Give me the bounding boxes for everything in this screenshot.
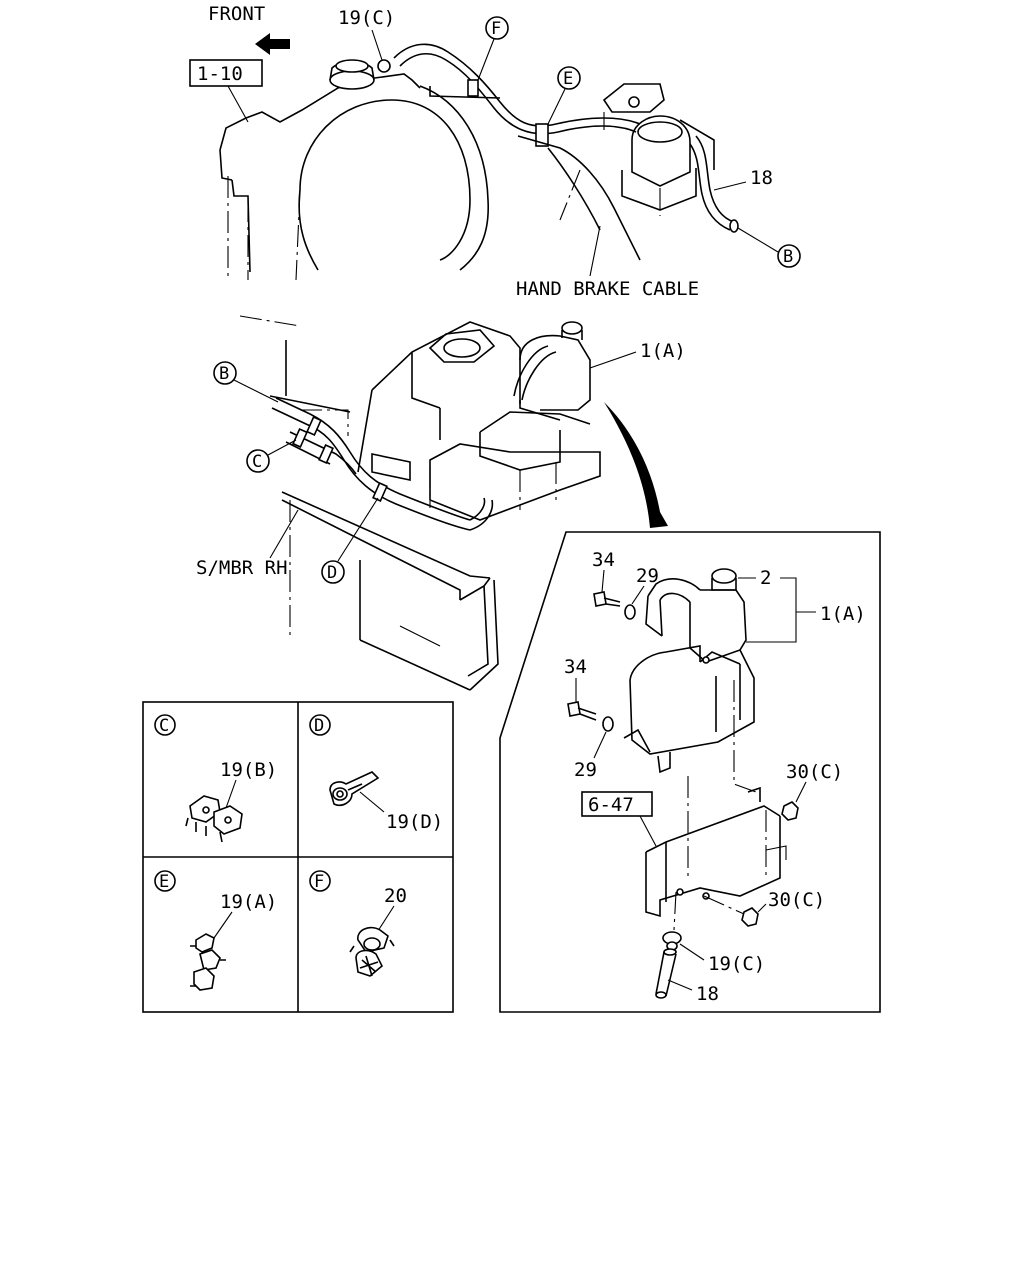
svg-text:F: F: [314, 872, 324, 892]
clip-d-cell: D 19(D): [309, 714, 443, 833]
part-19c-top-label: 19(C): [338, 7, 395, 29]
svg-text:E: E: [563, 69, 573, 89]
part-19d-label: 19(D): [386, 811, 443, 833]
callout-f-top[interactable]: [485, 16, 509, 40]
part-30c-a-label: 30(C): [786, 761, 843, 783]
part-18-detail-label: 18: [696, 983, 719, 1005]
svg-text:C: C: [159, 716, 169, 736]
front-arrow-icon: [255, 33, 290, 55]
clip-c-cell: C 19(B): [154, 714, 277, 843]
callout-c-mid[interactable]: [246, 449, 270, 473]
callout-e-box[interactable]: [154, 870, 176, 892]
part-2-label: 2: [760, 567, 771, 589]
hand-brake-cable-label: HAND BRAKE CABLE: [516, 278, 699, 300]
part-30c-b-label: 30(C): [768, 889, 825, 911]
part-34b-label: 34: [564, 656, 587, 678]
callout-c-box[interactable]: [154, 714, 176, 736]
clip-detail-grid: C 19(B) D 19(D) E 19(A): [142, 701, 454, 1013]
part-34a-label: 34: [592, 549, 615, 571]
part-1a-detail-label: 1(A): [820, 603, 866, 625]
svg-text:B: B: [783, 247, 793, 267]
top-assembly: FRONT 1-10 19(C) 18 B: [189, 3, 801, 300]
part-19c-detail-label: 19(C): [708, 953, 765, 975]
detail-panel: 34 29 2 1(A) 34 29: [499, 531, 881, 1013]
svg-text:F: F: [491, 19, 501, 39]
ref-6-47-label: 6-47: [588, 794, 634, 816]
part-19a-label: 19(A): [220, 891, 277, 913]
detail-arrow-icon: [604, 402, 668, 528]
clip-f-cell: F 20: [309, 870, 407, 977]
ref-6-47-box[interactable]: [581, 791, 653, 817]
middle-assembly: S/MBR RH 1(A): [196, 315, 686, 691]
svg-text:B: B: [219, 364, 229, 384]
smbr-rh-label: S/MBR RH: [196, 557, 288, 579]
part-18-top-label: 18: [750, 167, 773, 189]
clip-e-cell: E 19(A): [154, 870, 277, 991]
svg-text:E: E: [159, 872, 169, 892]
callout-d-mid[interactable]: [321, 560, 345, 584]
callout-d-box[interactable]: [309, 714, 331, 736]
ref-1-10-box[interactable]: [189, 59, 263, 87]
part-20-label: 20: [384, 885, 407, 907]
part-29b-label: 29: [574, 759, 597, 781]
callout-f-box[interactable]: [309, 870, 331, 892]
svg-text:D: D: [327, 563, 337, 583]
front-label: FRONT: [208, 3, 265, 25]
svg-text:D: D: [314, 716, 324, 736]
part-29a-label: 29: [636, 565, 659, 587]
ref-1-10-label: 1-10: [197, 63, 243, 85]
callout-e-top[interactable]: [557, 66, 581, 90]
callout-b-mid[interactable]: [213, 361, 237, 385]
svg-text:C: C: [252, 452, 262, 472]
part-1a-mid-label: 1(A): [640, 340, 686, 362]
part-19b-label: 19(B): [220, 759, 277, 781]
callout-b-top[interactable]: [777, 244, 801, 268]
